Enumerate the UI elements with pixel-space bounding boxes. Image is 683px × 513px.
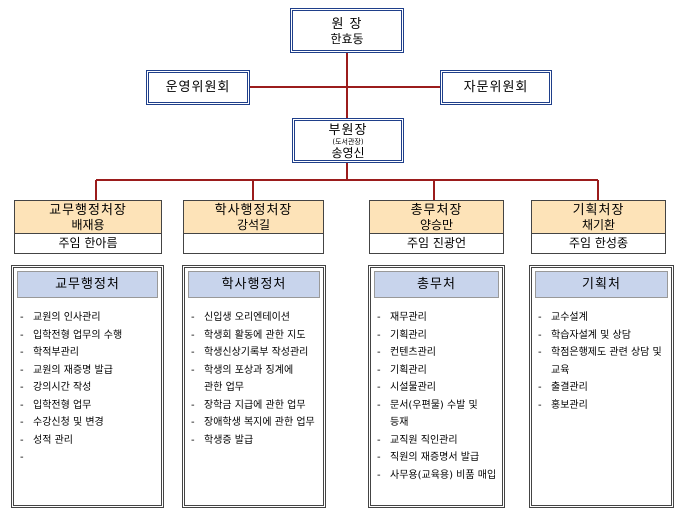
dept-head-box-general-affairs: 총무처장 양승만 xyxy=(369,200,504,234)
office-title: 총무처 xyxy=(374,271,499,298)
dept-title: 학사행정처장 xyxy=(214,203,293,218)
dept-head-name: 배재용 xyxy=(71,218,105,232)
office-title: 교무행정처 xyxy=(17,271,158,298)
dept-head-name: 강석길 xyxy=(236,218,271,232)
duty-item: 기획관리 xyxy=(377,327,496,345)
director-box: 원 장 한효동 xyxy=(290,8,404,53)
dept-head-box-student-affairs: 학사행정처장 강석길 xyxy=(183,200,324,234)
duty-list: 신입생 오리엔테이션 학생회 활동에 관한 지도 학생신상기록부 작성관리 학생… xyxy=(191,309,315,449)
dept-staff: 주임 한성종 xyxy=(568,236,628,250)
operations-committee-label: 운영위원회 xyxy=(165,80,231,95)
advisory-committee-label: 자문위원회 xyxy=(463,80,529,95)
vice-director-title: 부원장 xyxy=(328,123,368,138)
duty-item: 학생의 포상과 징계에 xyxy=(191,362,315,380)
dept-staff: 주임 한아름 xyxy=(58,236,118,250)
duty-item: 학생증 발급 xyxy=(191,432,315,450)
office-panel-student-affairs: 학사행정처 신입생 오리엔테이션 학생회 활동에 관한 지도 학생신상기록부 작… xyxy=(182,265,326,508)
duty-item: 교직원 직인관리 xyxy=(377,432,496,450)
duty-item: 학적부관리 xyxy=(20,344,122,362)
duty-item: 교수설계 xyxy=(538,309,662,327)
dept-staff-box xyxy=(183,234,324,254)
duty-item: 학생회 활동에 관한 지도 xyxy=(191,327,315,345)
dept-staff: 주임 진광언 xyxy=(406,236,466,250)
duty-item-continued: 교육 xyxy=(551,364,570,376)
director-title: 원 장 xyxy=(331,17,363,32)
vice-director-box: 부원장 (도서관장) 송영신 xyxy=(292,118,404,163)
duty-list: 교수설계 학습자설계 및 상담 학점은행제도 관련 상담 및 교육 출결관리 홍… xyxy=(538,309,662,414)
duty-item: 수강신청 및 변경 xyxy=(20,414,122,432)
dept-head-box-academic-admin: 교무행정처장 배재용 xyxy=(14,200,162,234)
duty-item: 사무용(교육용) 비품 매입 xyxy=(377,467,496,485)
duty-item: 출결관리 xyxy=(538,379,662,397)
dept-title: 기획처장 xyxy=(572,203,625,218)
office-title: 학사행정처 xyxy=(188,271,320,298)
office-panel-planning: 기획처 교수설계 학습자설계 및 상담 학점은행제도 관련 상담 및 교육 출결… xyxy=(529,265,674,508)
duty-item: 장학금 지급에 관한 업무 xyxy=(191,397,315,415)
duty-list: 교원의 인사관리 입학전형 업무의 수행 학적부관리 교원의 재증명 발급 강의… xyxy=(20,309,122,467)
duty-item: 시설물관리 xyxy=(377,379,496,397)
dept-head-name: 양승만 xyxy=(419,218,454,232)
duty-item: 홍보관리 xyxy=(538,397,662,415)
dept-title: 교무행정처장 xyxy=(49,203,127,218)
duty-item: 입학전형 업무의 수행 xyxy=(20,327,122,345)
dept-title: 총무처장 xyxy=(410,203,463,218)
duty-item: 학습자설계 및 상담 xyxy=(538,327,662,345)
operations-committee-box: 운영위원회 xyxy=(146,70,250,105)
office-panel-general-affairs: 총무처 재무관리 기획관리 컨텐츠관리 기획관리 시설물관리 문서(우편물) 수… xyxy=(368,265,505,508)
dept-staff-box: 주임 한성종 xyxy=(531,234,666,254)
dept-head-box-planning: 기획처장 채기환 xyxy=(531,200,666,234)
dept-staff-box: 주임 진광언 xyxy=(369,234,504,254)
duty-item: 신입생 오리엔테이션 xyxy=(191,309,315,327)
duty-item-continued: 등재 xyxy=(390,417,409,428)
office-panel-academic-admin: 교무행정처 교원의 인사관리 입학전형 업무의 수행 학적부관리 교원의 재증명… xyxy=(11,265,164,508)
director-name: 한효동 xyxy=(330,32,364,46)
duty-item: 강의시간 작성 xyxy=(20,379,122,397)
duty-item: 교원의 인사관리 xyxy=(20,309,122,327)
duty-item: 학생신상기록부 작성관리 xyxy=(191,344,315,362)
duty-item: 교원의 재증명 발급 xyxy=(20,362,122,380)
vice-director-note: (도서관장) xyxy=(332,138,364,146)
duty-item: 컨텐츠관리 xyxy=(377,344,496,362)
duty-item: 기획관리 xyxy=(377,362,496,380)
duty-item: 입학전형 업무 xyxy=(20,397,122,415)
duty-item: 직원의 재증명서 발급 xyxy=(377,449,496,467)
advisory-committee-box: 자문위원회 xyxy=(440,70,552,105)
duty-item: 성적 관리 xyxy=(20,432,122,450)
duty-item: 학점은행제도 관련 상담 및 xyxy=(538,344,662,362)
dept-staff-box: 주임 한아름 xyxy=(14,234,162,254)
dept-head-name: 채기환 xyxy=(581,218,616,232)
duty-item: 장애학생 복지에 관한 업무 xyxy=(191,414,315,432)
office-title: 기획처 xyxy=(535,271,668,298)
vice-director-name: 송영신 xyxy=(331,146,365,160)
duty-item-continued: 관한 업무 xyxy=(204,382,244,393)
duty-item: 재무관리 xyxy=(377,309,496,327)
duty-item: 문서(우편물) 수발 및 xyxy=(377,397,496,415)
duty-list: 재무관리 기획관리 컨텐츠관리 기획관리 시설물관리 문서(우편물) 수발 및 … xyxy=(377,309,496,484)
